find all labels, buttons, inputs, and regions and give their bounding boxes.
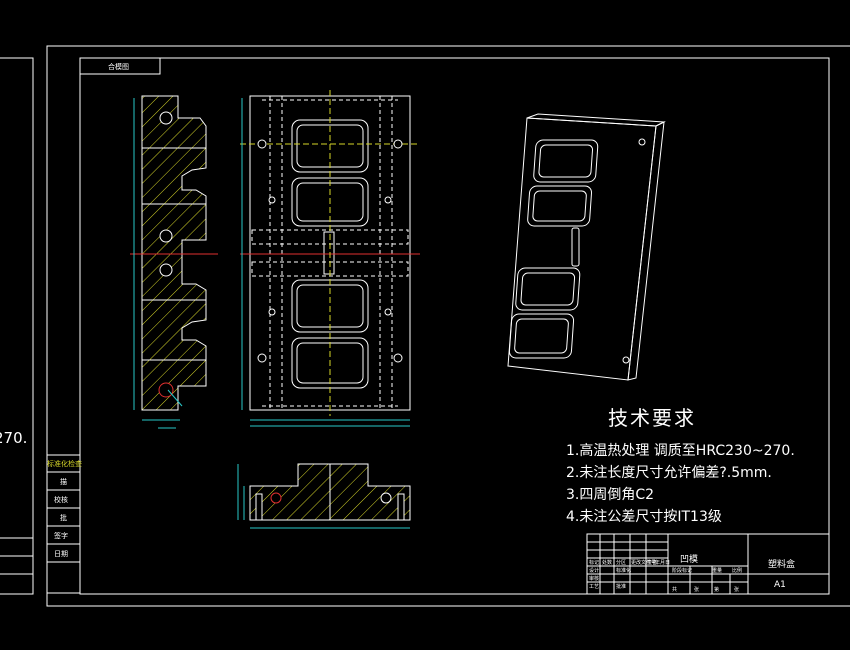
tb-cell-1: 处数 <box>602 560 613 566</box>
side-table-cell-2: 校核 <box>54 496 68 504</box>
tb-cell-3: 更改文件号 <box>631 560 657 566</box>
tb-cell-16: 第 <box>714 587 720 593</box>
tb-cell-8: 审核 <box>589 576 600 582</box>
side-table-cell-1: 描 <box>60 478 67 486</box>
side-section-view <box>130 95 218 429</box>
left-partial-frame <box>0 57 34 595</box>
inner-frame <box>79 57 830 595</box>
left-cut-text: 270. <box>0 429 28 447</box>
tb-cell-0: 标记 <box>589 560 600 566</box>
title-block <box>586 533 830 595</box>
title-material: 塑料盒 <box>768 560 796 570</box>
tb-cell-14: 共 <box>672 587 678 593</box>
title-part-name: 凹模 <box>680 555 699 565</box>
bottom-section-view <box>237 463 411 529</box>
requirement-3: 3.四周倒角C2 <box>566 487 655 503</box>
requirement-2: 2.未注长度尺寸允许偏差?.5mm. <box>566 465 772 481</box>
tech-requirements-title: 技术要求 <box>608 406 696 430</box>
tb-cell-11: 阶段标记 <box>672 568 693 574</box>
tb-cell-5: 年月日 <box>655 560 671 566</box>
tb-cell-4: 签名 <box>647 560 658 566</box>
front-view <box>240 90 420 427</box>
title-sheet-size: A1 <box>774 580 786 590</box>
tb-cell-6: 设计 <box>589 568 600 574</box>
tb-cell-13: 比例 <box>732 568 743 574</box>
requirement-1: 1.高温热处理 调质至HRC230~270. <box>566 443 795 459</box>
tb-cell-15: 张 <box>694 587 700 593</box>
tb-cell-7: 标准化 <box>616 568 632 574</box>
side-table-cell-0: 标准化检查 <box>47 460 82 468</box>
isometric-view <box>507 113 666 381</box>
outer-frame <box>46 45 850 607</box>
tab-label[interactable]: 合模图 <box>108 63 129 71</box>
tb-cell-9: 工艺 <box>589 584 600 590</box>
tb-cell-12: 重量 <box>712 568 723 574</box>
tb-cell-10: 批准 <box>616 584 627 590</box>
side-table-cell-5: 日期 <box>54 550 68 558</box>
side-table <box>46 454 81 594</box>
side-table-cell-4: 签字 <box>54 532 68 540</box>
tb-cell-2: 分区 <box>616 560 627 566</box>
requirement-4: 4.未注公差尺寸按IT13级 <box>566 509 722 525</box>
side-table-cell-3: 批 <box>60 514 67 522</box>
tb-cell-17: 张 <box>734 587 740 593</box>
